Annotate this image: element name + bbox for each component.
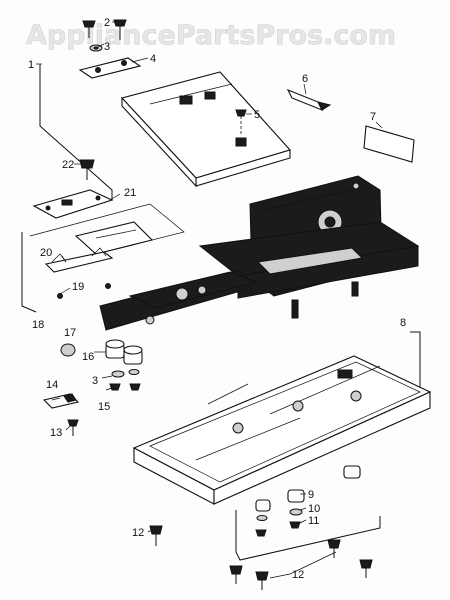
callout-21: 21 [124, 187, 136, 199]
screw-22 [79, 159, 95, 180]
rubber-foot-16b [123, 345, 143, 365]
callout-18-bracket [21, 232, 37, 313]
rubber-foot-16a [105, 339, 125, 359]
needle-plate-21 [32, 189, 114, 219]
screw-12 [149, 525, 373, 590]
slide-plate-frame [29, 203, 185, 263]
callout-20: 20 [40, 247, 52, 259]
watermark: AppliancePartsPros.com [26, 20, 396, 51]
callout-4: 4 [150, 53, 156, 65]
callout-16: 16 [82, 351, 94, 363]
rod-6 [286, 88, 332, 112]
screw-2 [113, 19, 127, 40]
base-tray [132, 355, 432, 505]
callout-3-left: 3 [92, 375, 98, 387]
callout-8: 8 [400, 317, 406, 329]
callout-10: 10 [308, 503, 320, 515]
callout-5: 5 [254, 109, 260, 121]
mounting-plate [78, 57, 142, 79]
callout-17: 17 [64, 327, 76, 339]
callout-19: 19 [72, 281, 84, 293]
callout-2: 2 [104, 17, 110, 29]
callout-15: 15 [98, 401, 110, 413]
screw-13 [67, 419, 79, 436]
washer-10 [256, 508, 303, 521]
callout-1: 1 [28, 59, 34, 71]
screw-15 [109, 383, 141, 391]
clip-14 [42, 393, 80, 409]
callout-22: 22 [62, 159, 74, 171]
base-foot-9 [255, 465, 361, 512]
plate-7 [363, 125, 415, 163]
callout-7: 7 [370, 111, 376, 123]
callout-13: 13 [50, 427, 62, 439]
screw-19 [57, 283, 111, 299]
feet-group-bracket [235, 510, 381, 561]
callout-9: 9 [308, 489, 314, 501]
leader-lines [36, 21, 383, 579]
callout-3-top: 3 [104, 41, 110, 53]
washer-3b [111, 369, 140, 378]
callout-11: 11 [308, 515, 319, 527]
screw-11 [255, 521, 301, 537]
callout-12-left: 12 [132, 527, 144, 539]
screw-5 [235, 109, 247, 134]
callout-14: 14 [46, 379, 58, 391]
callout-6: 6 [302, 73, 308, 85]
cap-17 [60, 343, 76, 357]
callout-1-bracket [39, 64, 113, 200]
machine-head [99, 175, 420, 331]
callout-18: 18 [32, 319, 44, 331]
callout-12-bottom: 12 [292, 569, 304, 581]
screw-top-left [82, 20, 96, 38]
cover-plate [120, 71, 291, 188]
callout-8-line [410, 331, 421, 390]
